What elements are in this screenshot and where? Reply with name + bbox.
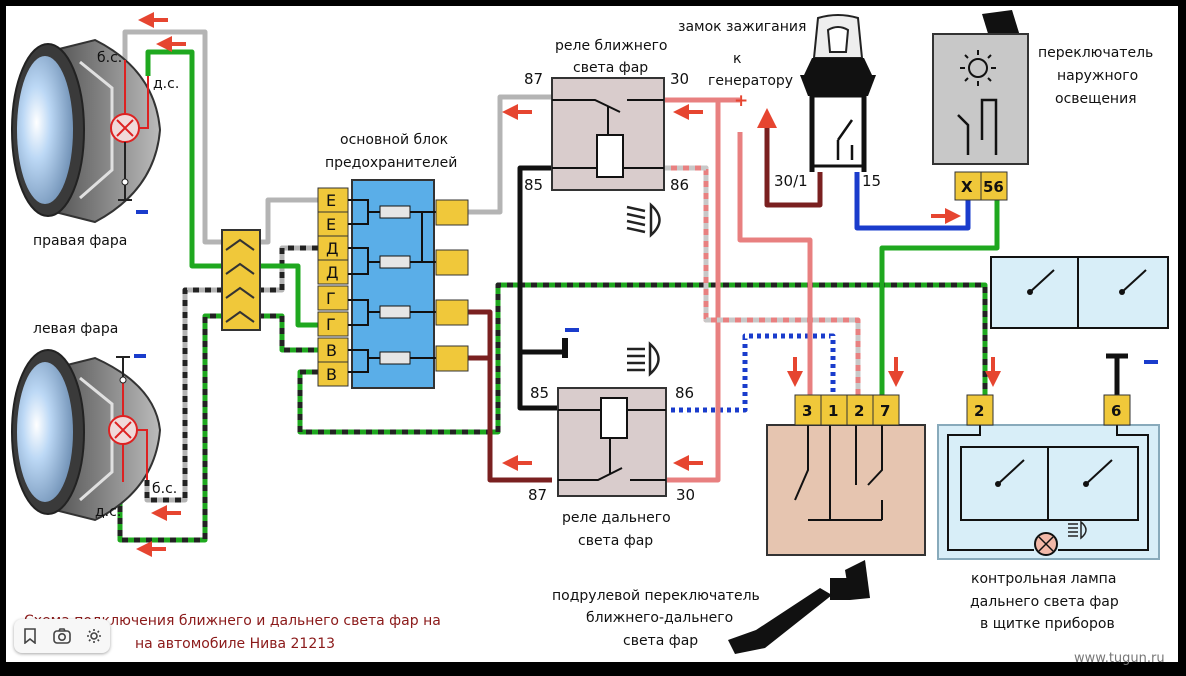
ground-minus-icon [134, 354, 146, 358]
plus-icon: + [734, 91, 748, 111]
fuse-slot-letter: Е [326, 191, 336, 210]
left-headlamp [11, 349, 162, 522]
fuse-slot-letter: Г [326, 315, 336, 334]
indicator-title-2: дальнего света фар [970, 594, 1119, 610]
high-relay-pin-86: 86 [675, 384, 694, 402]
ignition-lock [800, 14, 876, 172]
stalk-pin-7: 7 [880, 402, 890, 420]
indicator-title-3: в щитке приборов [980, 616, 1115, 632]
generator-label-1: к [733, 51, 741, 67]
fuse-slot-letter: Е [326, 215, 336, 234]
right-headlamp-label: правая фара [33, 233, 127, 249]
fuse-slot-box [317, 259, 349, 285]
fuse-slot-box [317, 361, 349, 387]
fuse-slot-letter: Д [326, 239, 339, 258]
indicator-high-beam-icon [1068, 520, 1087, 540]
light-switch-pin-56: 56 [983, 178, 1004, 196]
image-toolbar [14, 619, 110, 653]
text-labels: б.с. д.с. правая фара левая фара б.с. д.… [24, 19, 1165, 666]
fuse-slot-box [317, 285, 349, 311]
caption-line-2: на автомобиле Нива 21213 [135, 636, 335, 652]
high-relay-pin-87: 87 [528, 486, 547, 504]
bs-bottom-label: б.с. [152, 481, 177, 497]
high-beam-relay [557, 387, 667, 497]
stalk-title-3: света фар [623, 633, 698, 649]
ignition-pin-30-1: 30/1 [774, 172, 808, 190]
fuse-block-title-1: основной блок [340, 132, 448, 148]
exterior-light-switch [932, 10, 1029, 165]
low-beam-icon [626, 202, 661, 238]
ground-minus-icon [1144, 360, 1158, 364]
cluster-ground [1106, 353, 1158, 395]
generator-label-2: генератору [708, 73, 793, 89]
watermark: www.tugun.ru [1074, 651, 1165, 666]
instrument-cluster [937, 424, 1160, 560]
fuse-slot-letter: В [326, 365, 337, 384]
steering-column-switch [728, 424, 926, 654]
ds-top-label: д.с. [153, 76, 179, 92]
bookmark-icon[interactable] [17, 623, 43, 649]
high-relay-pin-30: 30 [676, 486, 695, 504]
cluster-pin-2: 2 [974, 402, 984, 420]
ignition-label: замок зажигания [678, 19, 806, 35]
low-relay-pin-86: 86 [670, 176, 689, 194]
fuse-slot-box [317, 235, 349, 261]
fuse-slot-box [317, 211, 349, 237]
ds-bottom-label: д.с. [95, 504, 121, 520]
sun-icon [968, 58, 988, 78]
low-relay-pin-30: 30 [670, 70, 689, 88]
light-switch-title-3: освещения [1055, 91, 1137, 107]
fuse-slot-box [317, 311, 349, 337]
light-switch-title-1: переключатель [1038, 45, 1153, 61]
high-beam-icon [627, 341, 660, 377]
light-switch-pin-x: X [961, 178, 973, 196]
low-relay-pin-85: 85 [524, 176, 543, 194]
ground-minus-icon [136, 210, 148, 214]
stalk-title-1: подрулевой переключатель [552, 588, 760, 604]
fuse-slot-letter: Г [326, 289, 336, 308]
stalk-pin-1: 1 [828, 402, 838, 420]
left-headlamp-label: левая фара [33, 321, 118, 337]
cluster-pin-6: 6 [1111, 402, 1121, 420]
low-beam-relay [551, 77, 665, 191]
wires [117, 29, 1120, 543]
gauge-panel [990, 256, 1169, 329]
right-headlamp [11, 38, 162, 224]
stalk-pin-2: 2 [854, 402, 864, 420]
bs-top-label: б.с. [97, 50, 122, 66]
high-relay-title-2: света фар [578, 533, 653, 549]
gear-icon[interactable] [81, 623, 107, 649]
high-relay-title-1: реле дальнего [562, 510, 671, 526]
stalk-title-2: ближнего-дальнего [586, 610, 733, 626]
stalk-pin-3: 3 [802, 402, 812, 420]
ground-minus-icon [565, 328, 579, 332]
low-relay-title-2: света фар [573, 60, 648, 76]
high-relay-pin-85: 85 [530, 384, 549, 402]
light-switch-title-2: наружного [1057, 68, 1138, 84]
fuse-slot-letter: В [326, 341, 337, 360]
current-arrows [136, 12, 1001, 557]
fuse-slot-letter: Д [326, 263, 339, 282]
low-relay-pin-87: 87 [524, 70, 543, 88]
fuse-block-title-2: предохранителей [325, 155, 457, 171]
indicator-title-1: контрольная лампа [971, 571, 1116, 587]
lens-icon[interactable] [49, 623, 75, 649]
caption-line-1: Схема подключения ближнего и дальнего св… [24, 613, 441, 629]
harness-connector [221, 229, 261, 331]
pin-connectors [435, 171, 1131, 426]
ignition-pin-15: 15 [862, 172, 881, 190]
low-relay-title-1: реле ближнего [555, 38, 668, 54]
